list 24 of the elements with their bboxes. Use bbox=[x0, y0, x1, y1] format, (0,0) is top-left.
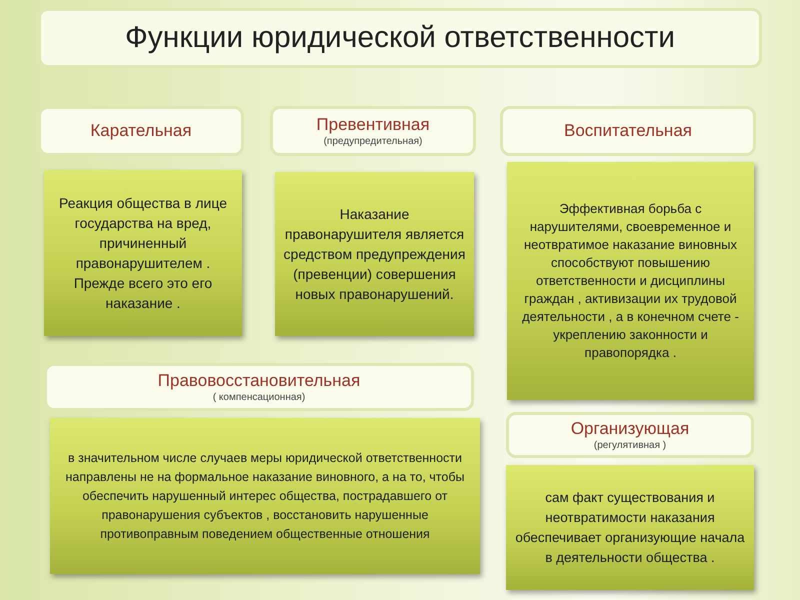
function-name: Карательная bbox=[90, 121, 192, 141]
function-header-card bbox=[44, 363, 474, 411]
function-name: Воспитательная bbox=[564, 121, 692, 141]
function-header-card bbox=[38, 106, 244, 156]
function-alt-name: (предупредительная) bbox=[324, 134, 422, 148]
function-name: Организующая bbox=[570, 418, 690, 438]
description-text: сам факт существования и неотвратимости наказания обеспечивает организующие начала в деятельности общества . bbox=[514, 488, 746, 567]
function-description-card bbox=[275, 172, 474, 336]
description-text: Наказание правонарушителя является средством предупреждения (превенции) совершения новых правонарушений. bbox=[283, 205, 466, 304]
function-description-card bbox=[507, 162, 754, 400]
description-text: в значительном числе случаев меры юридической ответственности направлены не на формальное наказание виновного, а на то, чтобы обеспечить нарушенный интерес общества, пострадавшего от правонарушения субъектов , восстановить нарушенные противоправным поведением общественные отношения bbox=[64, 450, 466, 543]
function-header-card bbox=[270, 106, 476, 156]
function-name: Правовосстановительная bbox=[158, 370, 360, 390]
function-name: Превентивная bbox=[316, 114, 430, 134]
function-header-card bbox=[500, 106, 756, 156]
function-description-card bbox=[506, 465, 754, 590]
function-header-card bbox=[506, 412, 754, 458]
description-text: Эффективная борьба с нарушителями, своевременное и неотвратимое наказание виновных способствуют повышению ответственности и дисциплины граждан , активизации их трудовой деятельности , а в конечном счете - укреплению законности и правопорядка . bbox=[521, 200, 740, 362]
description-text: Реакция общества в лице государства на вред, причиненный правонарушителем . Прежде всего это его наказание . bbox=[58, 194, 228, 313]
function-alt-name: ( компенсационная) bbox=[212, 390, 306, 404]
function-alt-name: (регулятивная ) bbox=[594, 438, 666, 452]
function-description-card bbox=[50, 418, 480, 574]
function-description-card bbox=[44, 170, 242, 336]
slide-title: Функции юридической ответственности bbox=[124, 21, 676, 55]
